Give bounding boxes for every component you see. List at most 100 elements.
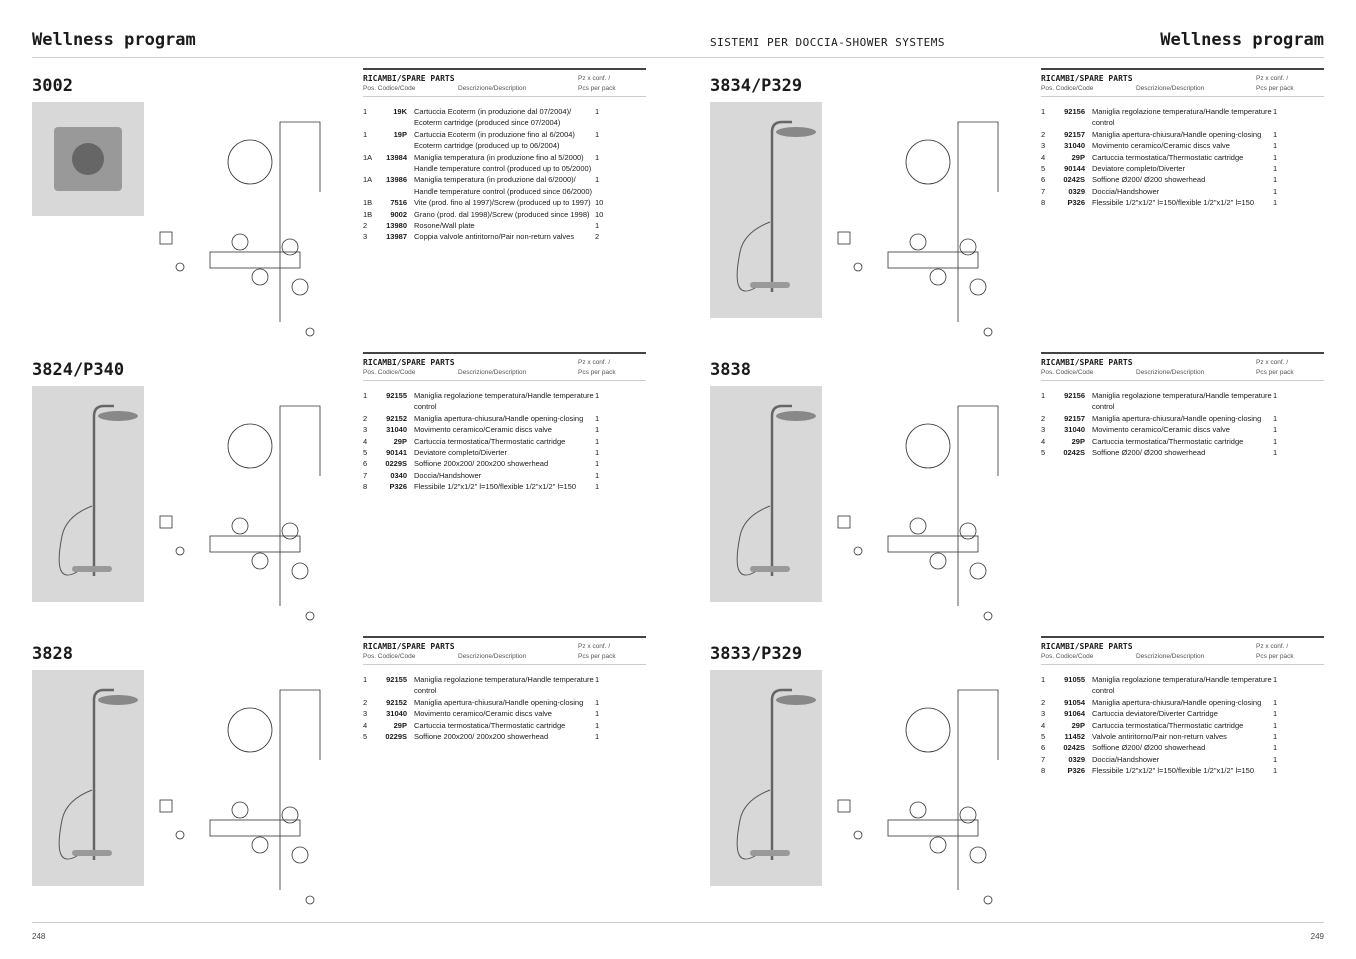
part-position: 5 [363, 732, 368, 742]
table-row: 3 91064 Cartuccia deviatore/Diverter Car… [1041, 708, 1324, 719]
part-quantity: 2 [595, 232, 600, 242]
part-quantity: 1 [595, 107, 600, 116]
table-title: RICAMBI/SPARE PARTS [363, 74, 455, 83]
part-description: Soffione Ø200/ Ø200 showerhead [1092, 175, 1206, 185]
header-divider [32, 57, 1324, 58]
pos-code-header: Pos. Codice/Code [363, 85, 416, 92]
part-code: 91064 [1064, 709, 1085, 719]
pos-code-header: Pos. Codice/Code [1041, 653, 1094, 660]
part-description: Maniglia apertura-chiusura/Handle openin… [1092, 697, 1262, 707]
table-row: 1 92156 Maniglia regolazione temperatura… [1041, 390, 1324, 413]
part-position: 5 [1041, 732, 1046, 742]
part-description: Flessibile 1/2"x1/2" l=150/flexible 1/2"… [1092, 198, 1254, 208]
table-row: 5 0242S Soffione Ø200/ Ø200 showerhead 1 [1041, 447, 1324, 458]
table-row: 3 13987 Coppia valvole antiritorno/Pair … [363, 231, 646, 242]
desc-header: Descrizione/Description [458, 85, 527, 92]
part-quantity: 1 [1273, 129, 1278, 139]
part-position: 7 [1041, 754, 1046, 764]
part-description: Cartuccia deviatore/Diverter Cartridge [1092, 709, 1218, 719]
part-position: 4 [363, 436, 368, 446]
part-position: 1 [1041, 391, 1046, 400]
table-row: 5 90141 Deviatore completo/Diverter 1 [363, 447, 646, 458]
desc-header: Descrizione/Description [458, 653, 527, 660]
part-code: 92155 [386, 391, 407, 400]
table-row: 1 92155 Maniglia regolazione temperatura… [363, 390, 646, 413]
table-row: 1B 9002 Grano (prod. dal 1998)/Screw (pr… [363, 209, 646, 220]
part-code: 13984 [386, 152, 407, 162]
part-quantity: 1 [595, 470, 600, 480]
part-quantity: 1 [595, 448, 600, 458]
part-description: Soffione 200x200/ 200x200 showerhead [414, 732, 549, 742]
part-quantity: 1 [1273, 732, 1278, 742]
part-quantity: 1 [1273, 675, 1278, 684]
exploded-diagram [150, 102, 350, 338]
part-code: 92152 [386, 413, 407, 423]
right-page-number: 249 [1310, 932, 1324, 941]
table-row: 2 92152 Maniglia apertura-chiusura/Handl… [363, 697, 646, 708]
desc-header: Descrizione/Description [458, 369, 527, 376]
part-description: Soffione Ø200/ Ø200 showerhead [1092, 448, 1206, 458]
pos-code-header: Pos. Codice/Code [363, 369, 416, 376]
part-code: 0229S [385, 732, 407, 742]
part-code: P326 [389, 482, 407, 492]
part-position: 1 [1041, 107, 1046, 116]
part-position: 1A [363, 175, 373, 185]
part-description: Maniglia regolazione temperatura/Handle … [1092, 391, 1272, 412]
part-quantity: 1 [1273, 107, 1278, 116]
part-position: 4 [1041, 152, 1046, 162]
part-description: Movimento ceramico/Ceramic discs valve [1092, 425, 1230, 435]
table-row: 3 31040 Movimento ceramico/Ceramic discs… [1041, 424, 1324, 435]
part-description: Valvole antiritorno/Pair non-return valv… [1092, 732, 1227, 742]
part-description: Cartuccia termostatica/Thermostatic cart… [414, 720, 566, 730]
table-row: 6 0242S Soffione Ø200/ Ø200 showerhead 1 [1041, 174, 1324, 185]
pos-code-header: Pos. Codice/Code [363, 653, 416, 660]
part-position: 8 [363, 482, 368, 492]
part-quantity: 1 [595, 675, 600, 684]
part-description: Cartuccia termostatica/Thermostatic cart… [1092, 152, 1244, 162]
part-quantity: 1 [595, 459, 600, 469]
part-code: 13986 [386, 175, 407, 185]
part-description: Coppia valvole antiritorno/Pair non-retu… [414, 232, 575, 242]
part-quantity: 1 [595, 175, 600, 185]
part-code: 29P [1071, 152, 1085, 162]
part-position: 8 [1041, 766, 1046, 776]
part-quantity: 1 [595, 732, 600, 742]
part-quantity: 1 [1273, 743, 1278, 753]
part-code: 29P [1071, 720, 1085, 730]
part-code: 31040 [386, 709, 407, 719]
pcs-header: Pcs per pack [578, 85, 616, 92]
pos-code-header: Pos. Codice/Code [1041, 85, 1094, 92]
table-row: 5 0229S Soffione 200x200/ 200x200 shower… [363, 731, 646, 742]
part-description: Cartuccia termostatica/Thermostatic cart… [1092, 720, 1244, 730]
part-description: Deviatore completo/Diverter [1092, 164, 1185, 174]
pcs-header: Pcs per pack [1256, 653, 1294, 660]
part-code: 7516 [390, 198, 407, 208]
part-description: Cartuccia Ecoterm (in produzione fino al… [414, 129, 575, 151]
pz-header: Pz x conf. / [1256, 75, 1289, 82]
table-row: 6 0242S Soffione Ø200/ Ø200 showerhead 1 [1041, 742, 1324, 753]
part-description: Maniglia regolazione temperatura/Handle … [414, 391, 594, 412]
part-position: 1 [363, 129, 368, 139]
product-photo [710, 670, 822, 886]
part-description: Maniglia apertura-chiusura/Handle openin… [414, 697, 584, 707]
part-quantity: 1 [1273, 448, 1278, 458]
part-quantity: 1 [595, 720, 600, 730]
part-position: 2 [363, 413, 368, 423]
table-row: 8 P326 Flessibile 1/2"x1/2" l=150/flexib… [363, 481, 646, 492]
part-quantity: 10 [595, 198, 604, 208]
part-code: 29P [1071, 436, 1085, 446]
part-quantity: 1 [1273, 141, 1278, 151]
part-quantity: 1 [1273, 720, 1278, 730]
part-position: 6 [1041, 743, 1046, 753]
part-description: Maniglia apertura-chiusura/Handle openin… [414, 413, 584, 423]
part-code: 9002 [390, 209, 407, 219]
part-quantity: 1 [595, 413, 600, 423]
model-number: 3824/P340 [32, 360, 125, 380]
part-position: 5 [1041, 448, 1046, 458]
part-code: 0242S [1063, 175, 1085, 185]
table-row: 4 29P Cartuccia termostatica/Thermostati… [363, 720, 646, 731]
